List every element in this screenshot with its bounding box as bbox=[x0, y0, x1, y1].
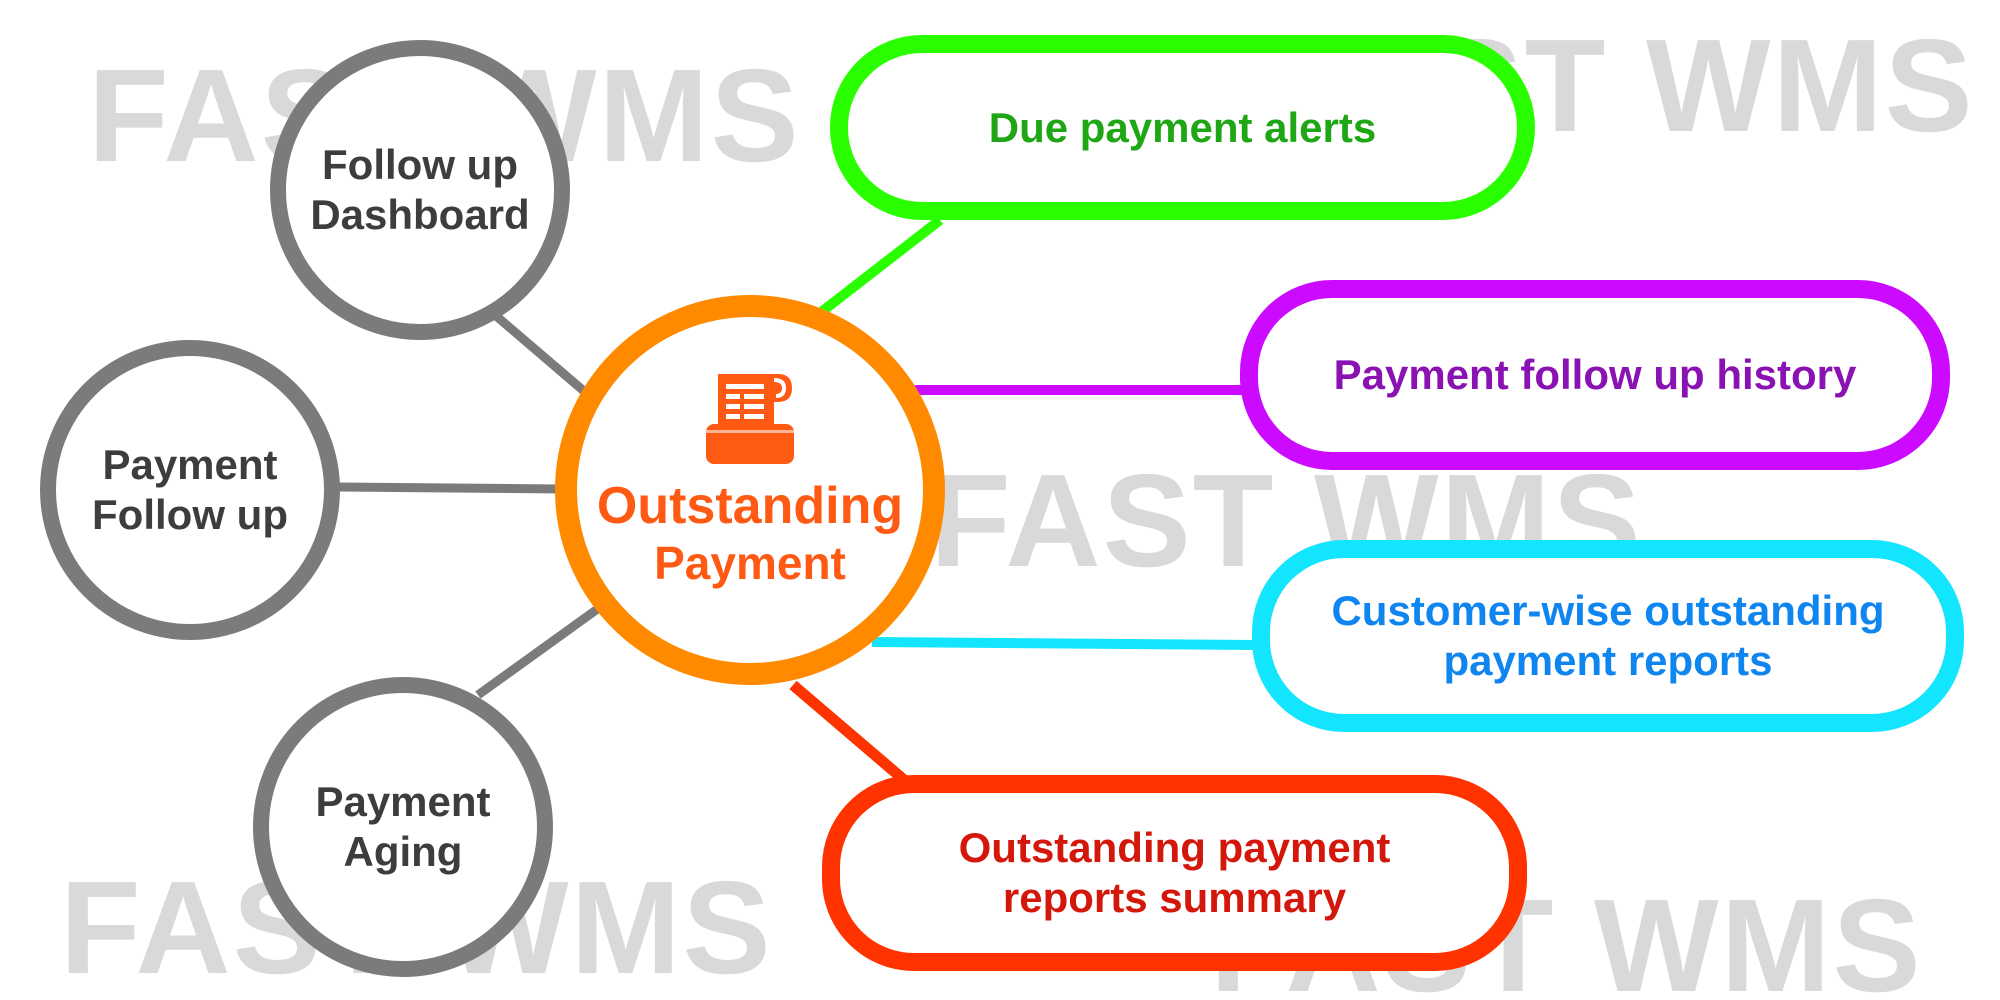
node-payment-followup: Payment Follow up bbox=[40, 340, 340, 640]
connector-followup bbox=[337, 482, 563, 494]
pill-label: Due payment alerts bbox=[988, 103, 1377, 151]
center-title-line1: Outstanding bbox=[596, 477, 904, 535]
center-title-line2: Payment bbox=[654, 537, 846, 589]
node-label: Follow up Dashboard bbox=[310, 141, 530, 238]
pill-due-payment-alerts: Due payment alerts bbox=[830, 35, 1535, 220]
connector-dashboard bbox=[492, 311, 595, 402]
node-followup-dashboard: Follow up Dashboard bbox=[270, 40, 570, 340]
pill-label: Payment follow up history bbox=[1333, 351, 1857, 398]
pill-label: Outstanding payment reports summary bbox=[958, 824, 1391, 921]
pill-outstanding-summary: Outstanding payment reports summary bbox=[822, 775, 1527, 971]
connector-summary bbox=[789, 680, 914, 790]
pill-customer-wise-reports: Customer-wise outstanding payment report… bbox=[1252, 540, 1964, 732]
receipt-printer-icon bbox=[706, 374, 794, 464]
connector-aging bbox=[475, 601, 606, 699]
node-payment-aging: Payment Aging bbox=[253, 677, 553, 977]
connector-customer bbox=[871, 637, 1257, 650]
connector-due-alerts bbox=[816, 216, 944, 317]
center-hub-outstanding-payment: Outstanding Payment bbox=[555, 295, 945, 685]
node-label: Payment Aging bbox=[315, 778, 491, 875]
node-label: Payment Follow up bbox=[92, 441, 288, 538]
pill-label: Customer-wise outstanding payment report… bbox=[1331, 587, 1885, 684]
pill-payment-followup-history: Payment follow up history bbox=[1240, 280, 1950, 470]
